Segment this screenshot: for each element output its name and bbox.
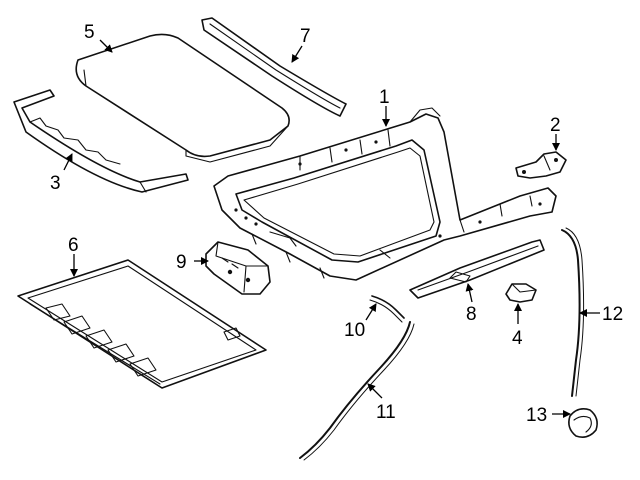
- leader-11: [367, 383, 383, 399]
- sunshade-part: [17, 259, 267, 389]
- callout-3: 3: [50, 173, 61, 194]
- leader-5: [99, 39, 113, 53]
- grommet-part: [568, 408, 598, 438]
- callout-7: 7: [300, 26, 311, 47]
- callout-6: 6: [68, 235, 79, 256]
- leader-8: [465, 283, 474, 303]
- callout-4: 4: [512, 328, 523, 349]
- leader-3: [63, 153, 73, 171]
- callout-9: 9: [176, 252, 187, 273]
- bracket-part: [515, 151, 567, 179]
- callout-1: 1: [379, 87, 390, 108]
- callout-8: 8: [466, 304, 477, 325]
- glass-panel-part: [75, 33, 290, 163]
- callout-5: 5: [84, 22, 95, 43]
- rear-drain-hose-part: [561, 227, 585, 397]
- leader-10: [365, 303, 377, 321]
- leader-lines: [63, 39, 600, 418]
- callout-12: 12: [602, 304, 623, 325]
- clip-part: [505, 283, 537, 303]
- callout-11: 11: [376, 402, 396, 423]
- callout-2: 2: [550, 115, 561, 136]
- motor-part: [205, 241, 271, 295]
- callout-labels: 5 7 1 2 3 6 9 8 4 10 11 12 13: [50, 22, 623, 426]
- track-rail-part: [409, 239, 545, 299]
- sunroof-frame-part: [213, 107, 557, 281]
- long-drain-hose-part: [299, 321, 415, 461]
- wind-deflector-part: [13, 89, 189, 193]
- callout-10: 10: [344, 320, 365, 341]
- leader-7: [291, 45, 303, 63]
- callout-13: 13: [526, 405, 547, 426]
- short-drain-hose-part: [369, 295, 405, 323]
- seal-strip-part: [201, 17, 347, 117]
